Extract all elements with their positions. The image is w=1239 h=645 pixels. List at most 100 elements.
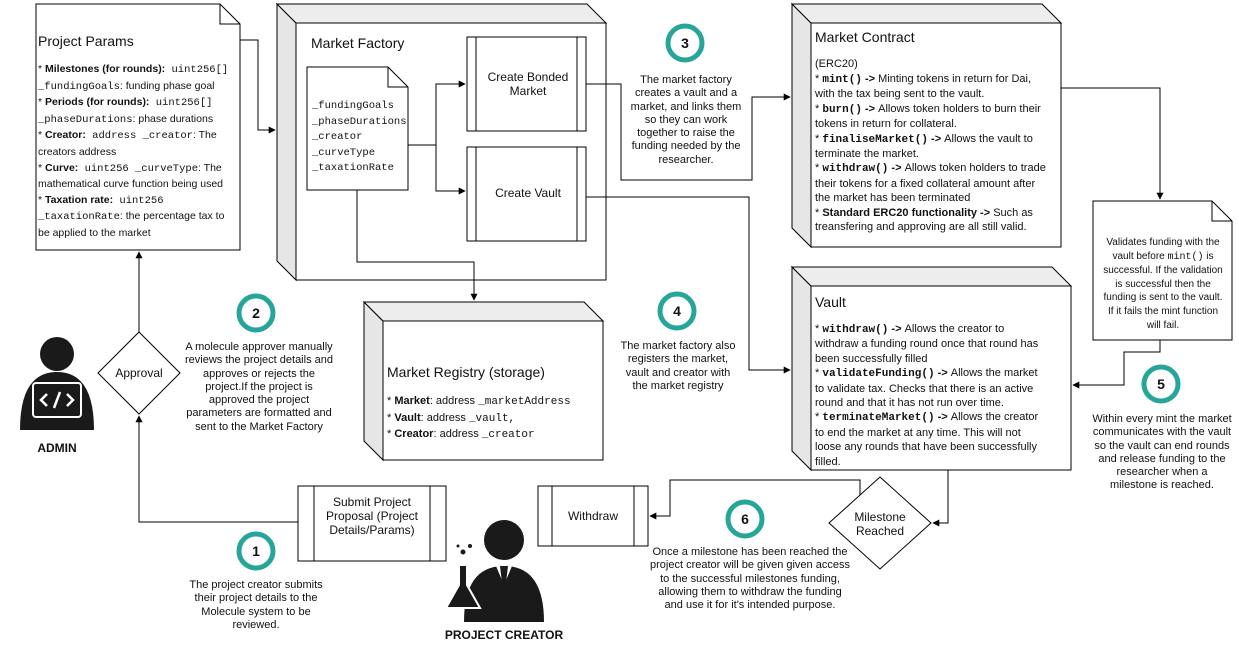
- note-line: successful. If the validation: [1103, 265, 1223, 277]
- market-contract-erc: (ERC20): [815, 58, 858, 70]
- entry-bullet: *: [815, 323, 823, 335]
- market-registry-title: Market Registry (storage): [387, 364, 545, 380]
- note-line: Validates funding with the: [1093, 236, 1233, 250]
- withdraw-box: [537, 485, 649, 547]
- function-arrow: ->: [934, 411, 951, 424]
- arrow-doc-to-vault: [435, 145, 466, 195]
- function-desc: Allows the market: [950, 367, 1038, 380]
- function-desc: the market has been terminated: [815, 192, 971, 205]
- note-line: If it fails the mint function: [1107, 305, 1219, 317]
- vault-box: [790, 265, 1073, 472]
- function-name: Standard ERC20 functionality: [822, 206, 977, 219]
- param-name: Periods (for rounds):: [45, 96, 150, 109]
- param-name: Creator:: [45, 129, 86, 142]
- field-name: Vault: [394, 411, 421, 424]
- create-vault-box: [466, 146, 587, 242]
- project-creator-label: PROJECT CREATOR: [444, 628, 564, 642]
- function-arrow: ->: [861, 102, 879, 115]
- param-type: uint256 _curveType: [78, 162, 199, 175]
- project-creator-icon: [444, 520, 544, 622]
- param-bullet: *: [38, 193, 46, 206]
- validates-note-box: [1092, 200, 1233, 341]
- project-params-line: * Creator: address _creator: The: [38, 128, 238, 145]
- function-desc: loose any rounds that have been successf…: [815, 441, 1037, 454]
- arrow-bonded-to-contract: [586, 83, 791, 181]
- entry-bullet: *: [815, 73, 823, 85]
- field-type: : address: [433, 428, 482, 441]
- vault-function: * withdraw() -> Allows the creator to: [815, 322, 1070, 337]
- function-desc: Allows the creator: [950, 411, 1039, 424]
- factory-param: _creator: [312, 131, 363, 144]
- milestone-reached-label: Milestone Reached: [854, 510, 906, 538]
- entry-bullet: *: [815, 102, 823, 115]
- arrow-note-to-vault: [1072, 340, 1161, 389]
- function-arrow: ->: [976, 206, 994, 219]
- field-code: _vault,: [468, 412, 516, 425]
- function-name: withdraw(): [822, 163, 889, 176]
- market-contract-function: * withdraw() -> Allows token holders to …: [815, 161, 1060, 176]
- function-arrow: ->: [927, 132, 945, 145]
- registry-field: * Market: address _marketAddress: [387, 394, 571, 411]
- function-arrow: ->: [888, 323, 905, 335]
- step-3-number: 3: [681, 35, 689, 51]
- function-desc: Minting tokens in return for Dai,: [878, 73, 1032, 85]
- approval-label: Approval: [115, 366, 163, 380]
- project-params-line: _fundingGoals: funding phase goal: [38, 79, 238, 96]
- entry-bullet: *: [815, 132, 823, 145]
- function-desc: Such as: [993, 206, 1033, 219]
- entry-bullet: *: [815, 411, 823, 424]
- vault-function: * validateFunding() -> Allows the market: [815, 366, 1070, 381]
- field-bullet: *: [387, 411, 395, 424]
- param-desc: : The: [198, 161, 222, 174]
- create-vault-label: Create Vault: [495, 186, 561, 200]
- step-4-text: The market factory also registers the ma…: [620, 340, 736, 392]
- withdraw-label: Withdraw: [567, 509, 618, 523]
- arrow-submit-to-approval: [135, 415, 298, 523]
- field-type: : address: [420, 411, 469, 424]
- note-code: mint(): [1167, 251, 1204, 263]
- step-5-number: 5: [1157, 376, 1165, 392]
- step-5-text: Within every mint the market communicate…: [1092, 413, 1232, 492]
- arrow-contract-to-note: [1061, 87, 1164, 200]
- param-desc: : the percentage tax to: [119, 210, 225, 223]
- step-circle-2: [236, 293, 276, 333]
- function-arrow: ->: [934, 367, 951, 380]
- function-name: finaliseMarket(): [822, 133, 928, 146]
- market-contract-function: * burn() -> Allows token holders to burn…: [815, 102, 1060, 117]
- function-desc: treansfering and approving are all still…: [815, 221, 1027, 234]
- function-desc: round and that it has not run over time.: [815, 397, 1004, 410]
- factory-param: _phaseDurations: [312, 115, 407, 128]
- field-bullet: *: [387, 428, 395, 441]
- function-desc: Allows the vault to: [944, 132, 1033, 145]
- function-desc: Allows token holders to trade: [904, 162, 1046, 175]
- param-code: _taxationRate: [38, 211, 120, 224]
- arrow-vault-to-milestone: [932, 470, 949, 527]
- function-arrow: ->: [888, 162, 905, 175]
- approval-diamond: [97, 331, 181, 415]
- step-circle-3: [665, 23, 705, 63]
- step-1-text: The project creator submits their projec…: [189, 579, 323, 631]
- function-desc: filled.: [815, 455, 841, 468]
- param-name: Taxation rate:: [45, 193, 114, 206]
- registry-field: * Vault: address _vault,: [387, 411, 571, 428]
- param-name: Curve:: [45, 161, 79, 174]
- project-params-line: _taxationRate: the percentage tax to: [38, 209, 238, 226]
- step-2-text: A molecule approver manually reviews the…: [185, 341, 333, 433]
- project-params-line: mathematical curve function being used: [38, 177, 238, 193]
- project-params-content: * Milestones (for rounds): uint256[]_fun…: [38, 62, 238, 242]
- function-name: terminateMarket(): [822, 412, 935, 425]
- note-text: is: [1203, 250, 1214, 262]
- step-circle-5: [1141, 364, 1181, 404]
- arrow-params-to-factory: [240, 39, 276, 134]
- step-circle-4: [657, 291, 697, 331]
- factory-param: _taxationRate: [312, 162, 394, 175]
- param-bullet: *: [38, 96, 46, 109]
- market-factory-title: Market Factory: [311, 35, 405, 51]
- step-4-number: 4: [673, 303, 681, 319]
- project-params-line: * Periods (for rounds): uint256[]: [38, 95, 238, 112]
- project-params-line: creators address: [38, 145, 238, 161]
- market-registry-fields: * Market: address _marketAddress* Vault:…: [387, 394, 571, 444]
- function-desc: to validate tax. Checks that there is an…: [815, 382, 1034, 395]
- step-2-number: 2: [252, 305, 260, 321]
